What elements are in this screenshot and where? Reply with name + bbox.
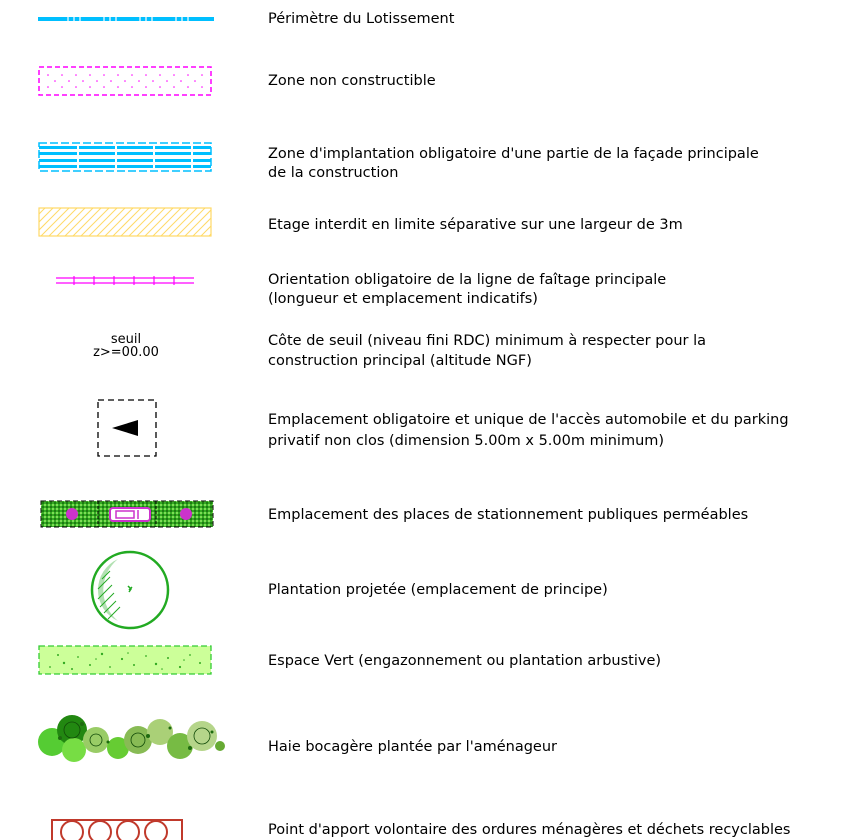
- mandatory-facade-zone-symbol: [38, 142, 212, 172]
- legend-label-threshold-line2: construction principal (altitude NGF): [268, 353, 532, 369]
- legend-label-floor-forbidden: Etage interdit en limite séparative sur …: [268, 217, 683, 233]
- legend-label-waste-point: Point d'apport volontaire des ordures mé…: [268, 822, 791, 838]
- public-parking-symbol: [40, 500, 214, 528]
- legend-label-ridge-line1: Orientation obligatoire de la ligne de f…: [268, 272, 667, 288]
- floor-forbidden-hatch-symbol: [38, 207, 212, 237]
- legend-label-ridge-line2: (longueur et emplacement indicatifs): [268, 291, 538, 307]
- threshold-word: seuil: [110, 332, 142, 347]
- perimeter-line-symbol: [38, 17, 214, 21]
- green-space-symbol: [38, 645, 212, 675]
- legend-label-public-parking: Emplacement des places de stationnement …: [268, 507, 749, 523]
- legend-label-perimeter: Périmètre du Lotissement: [268, 11, 455, 27]
- ridge-orientation-line-symbol: [56, 276, 194, 285]
- legend-label-non-constructible: Zone non constructible: [268, 73, 436, 89]
- non-constructible-zone-symbol: [38, 66, 212, 96]
- hedge-symbol: [38, 715, 225, 762]
- legend-label-facade-zone-line1: Zone d'implantation obligatoire d'une pa…: [268, 146, 759, 162]
- waste-collection-point-symbol: [51, 819, 183, 840]
- legend-label-green-space: Espace Vert (engazonnement ou plantation…: [268, 653, 662, 669]
- legend-label-facade-zone-line2: de la construction: [268, 165, 399, 181]
- threshold-level-symbol: seuil z>=00.00: [86, 333, 166, 359]
- threshold-value: z>=00.00: [93, 345, 159, 360]
- legend-label-car-access-line1: Emplacement obligatoire et unique de l'a…: [268, 412, 789, 428]
- legend-label-threshold-line1: Côte de seuil (niveau fini RDC) minimum …: [268, 333, 706, 349]
- planned-tree-symbol: [90, 550, 170, 630]
- car-access-symbol: [97, 399, 157, 457]
- legend-label-car-access-line2: privatif non clos (dimension 5.00m x 5.0…: [268, 433, 665, 449]
- legend-label-hedge: Haie bocagère plantée par l'aménageur: [268, 739, 557, 755]
- legend-label-planned-tree: Plantation projetée (emplacement de prin…: [268, 582, 608, 598]
